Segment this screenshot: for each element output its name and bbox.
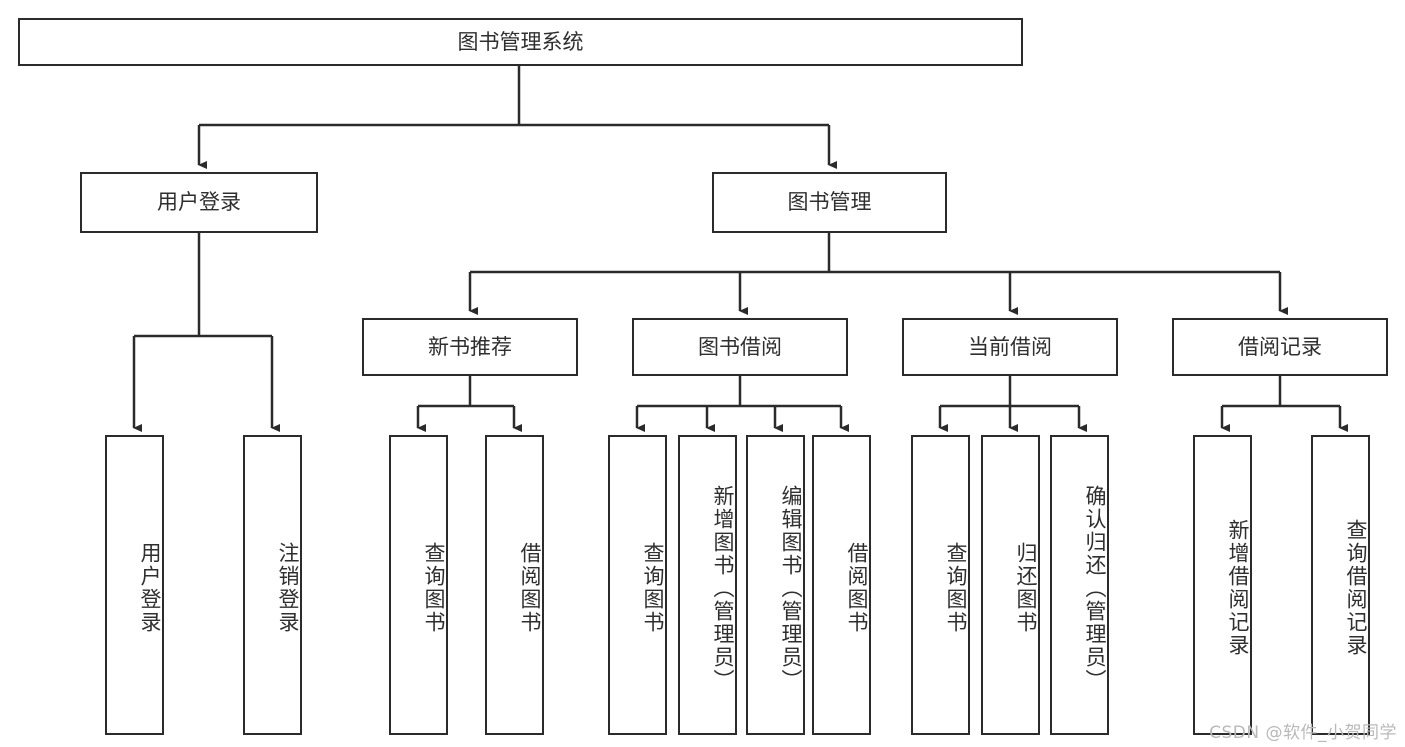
node-label: 用户登录 [138, 542, 162, 634]
node-label: 查询图书 [944, 542, 968, 634]
node-label: 编辑图书（管理员） [779, 484, 803, 692]
node-current-borrow[interactable]: 当前借阅 [902, 318, 1118, 376]
leaf-user-login-login[interactable]: 用户登录 [105, 435, 164, 735]
watermark-text: CSDN @软件_小贺同学 [1209, 723, 1397, 743]
leaf-book-borrow-query-book[interactable]: 查询图书 [608, 435, 667, 735]
leaf-current-borrow-query-book[interactable]: 查询图书 [911, 435, 970, 735]
node-label: 图书借阅 [698, 334, 782, 359]
node-new-book-recommend[interactable]: 新书推荐 [362, 318, 578, 376]
leaf-book-borrow-edit-book[interactable]: 编辑图书（管理员） [746, 435, 805, 735]
leaf-user-login-logout[interactable]: 注销登录 [243, 435, 302, 735]
leaf-book-borrow-borrow-book[interactable]: 借阅图书 [812, 435, 871, 735]
node-label: 用户登录 [157, 190, 241, 215]
node-label: 查询借阅记录 [1344, 519, 1368, 657]
node-label: 确认归还（管理员） [1083, 484, 1107, 692]
leaf-current-borrow-return-book[interactable]: 归还图书 [981, 435, 1040, 735]
node-label: 借阅图书 [845, 542, 869, 634]
node-book-borrow[interactable]: 图书借阅 [632, 318, 848, 376]
node-label: 新增图书（管理员） [711, 484, 735, 692]
node-label: 查询图书 [422, 542, 446, 634]
node-label: 注销登录 [276, 542, 300, 634]
leaf-new-book-query-book[interactable]: 查询图书 [389, 435, 448, 735]
leaf-borrow-record-add-record[interactable]: 新增借阅记录 [1193, 435, 1252, 735]
node-label: 归还图书 [1014, 542, 1038, 634]
node-label: 当前借阅 [968, 334, 1052, 359]
node-borrow-record[interactable]: 借阅记录 [1172, 318, 1388, 376]
node-user-login[interactable]: 用户登录 [80, 172, 318, 233]
node-label: 图书管理 [787, 190, 872, 215]
leaf-borrow-record-query-record[interactable]: 查询借阅记录 [1311, 435, 1370, 735]
node-label: 借阅图书 [518, 542, 542, 634]
node-root-book-management-system[interactable]: 图书管理系统 [18, 18, 1023, 66]
node-label: 图书管理系统 [457, 29, 584, 54]
leaf-book-borrow-add-book[interactable]: 新增图书（管理员） [678, 435, 737, 735]
node-label: 借阅记录 [1238, 334, 1322, 359]
leaf-current-borrow-confirm-return[interactable]: 确认归还（管理员） [1050, 435, 1109, 735]
node-label: 新增借阅记录 [1226, 519, 1250, 657]
node-label: 新书推荐 [428, 334, 512, 359]
leaf-new-book-borrow-book[interactable]: 借阅图书 [485, 435, 544, 735]
node-label: 查询图书 [641, 542, 665, 634]
node-book-management[interactable]: 图书管理 [712, 172, 947, 233]
